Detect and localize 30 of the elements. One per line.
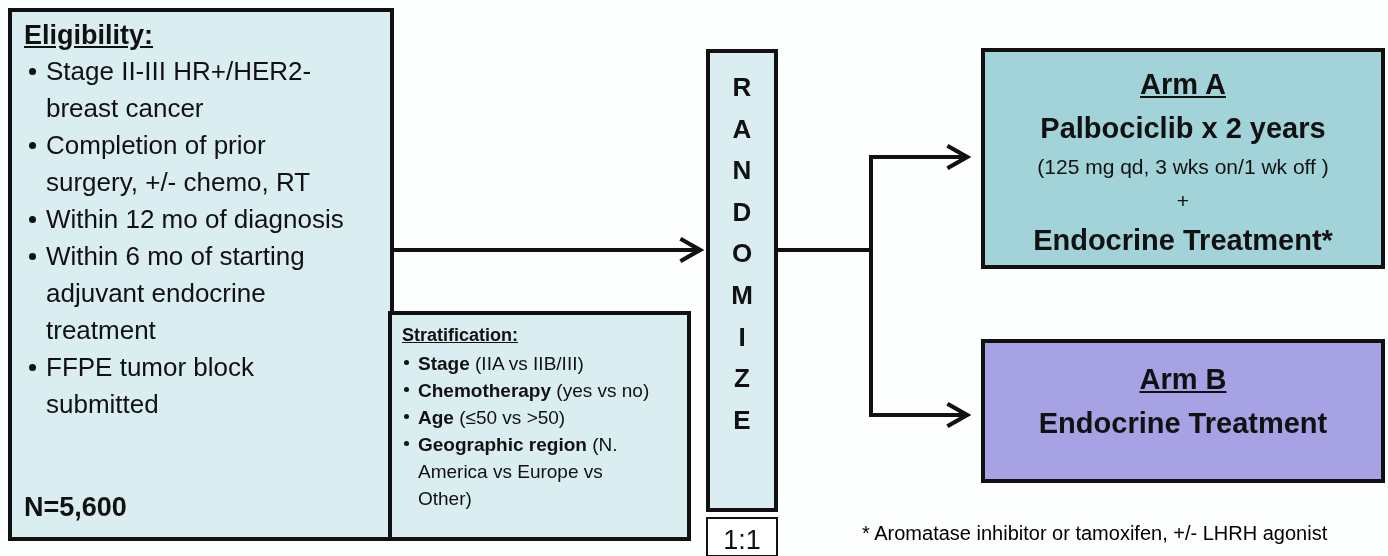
ratio-box xyxy=(706,517,778,556)
arm-box xyxy=(981,48,1385,269)
arm-text: Endocrine Treatment xyxy=(1037,406,1329,441)
arm-text: (125 mg qd, 3 wks on/1 wk off ) xyxy=(1036,154,1330,180)
randomize-box xyxy=(706,49,778,512)
bullet-text: Chemotherapy (yes vs no) xyxy=(418,379,651,403)
eligibility-box xyxy=(8,8,394,541)
ratio-label: 1:1 xyxy=(723,524,761,556)
bullet-text: Within 12 mo of diagnosis xyxy=(46,203,345,236)
bullet-text: Stage II-III HR+/HER2- breast cancer xyxy=(46,55,313,125)
sample-size: N=5,600 xyxy=(24,492,127,523)
arm-text: + xyxy=(1175,188,1191,214)
bullet-text: Age (≤50 vs >50) xyxy=(418,406,567,430)
arrow xyxy=(394,236,703,264)
bullet-text: Geographic region (N. America vs Europe vs Other) xyxy=(418,433,619,511)
vertical-label: RANDOMIZE xyxy=(730,71,754,437)
bullet-text: FFPE tumor block submitted xyxy=(46,351,256,421)
bullet-text: Completion of prior surgery, +/- chemo, RT xyxy=(46,129,312,199)
bullet-text: Within 6 mo of starting adjuvant endocrine treatment xyxy=(46,240,306,347)
bullet-text: Stage (IIA vs IIB/III) xyxy=(418,352,585,376)
arm-text: Endocrine Treatment* xyxy=(1032,223,1334,258)
arm-title: Arm A xyxy=(1140,67,1226,102)
heading: Stratification: xyxy=(402,325,518,346)
arm-text: Palbociclib x 2 years xyxy=(1039,111,1327,146)
heading: Eligibility: xyxy=(24,20,153,51)
arrow xyxy=(778,248,970,429)
arm-box xyxy=(981,339,1385,483)
arm-title: Arm B xyxy=(1139,362,1227,397)
stratification-box xyxy=(388,311,691,541)
footnote: * Aromatase inhibitor or tamoxifen, +/- LHRH agonist xyxy=(862,522,1328,545)
